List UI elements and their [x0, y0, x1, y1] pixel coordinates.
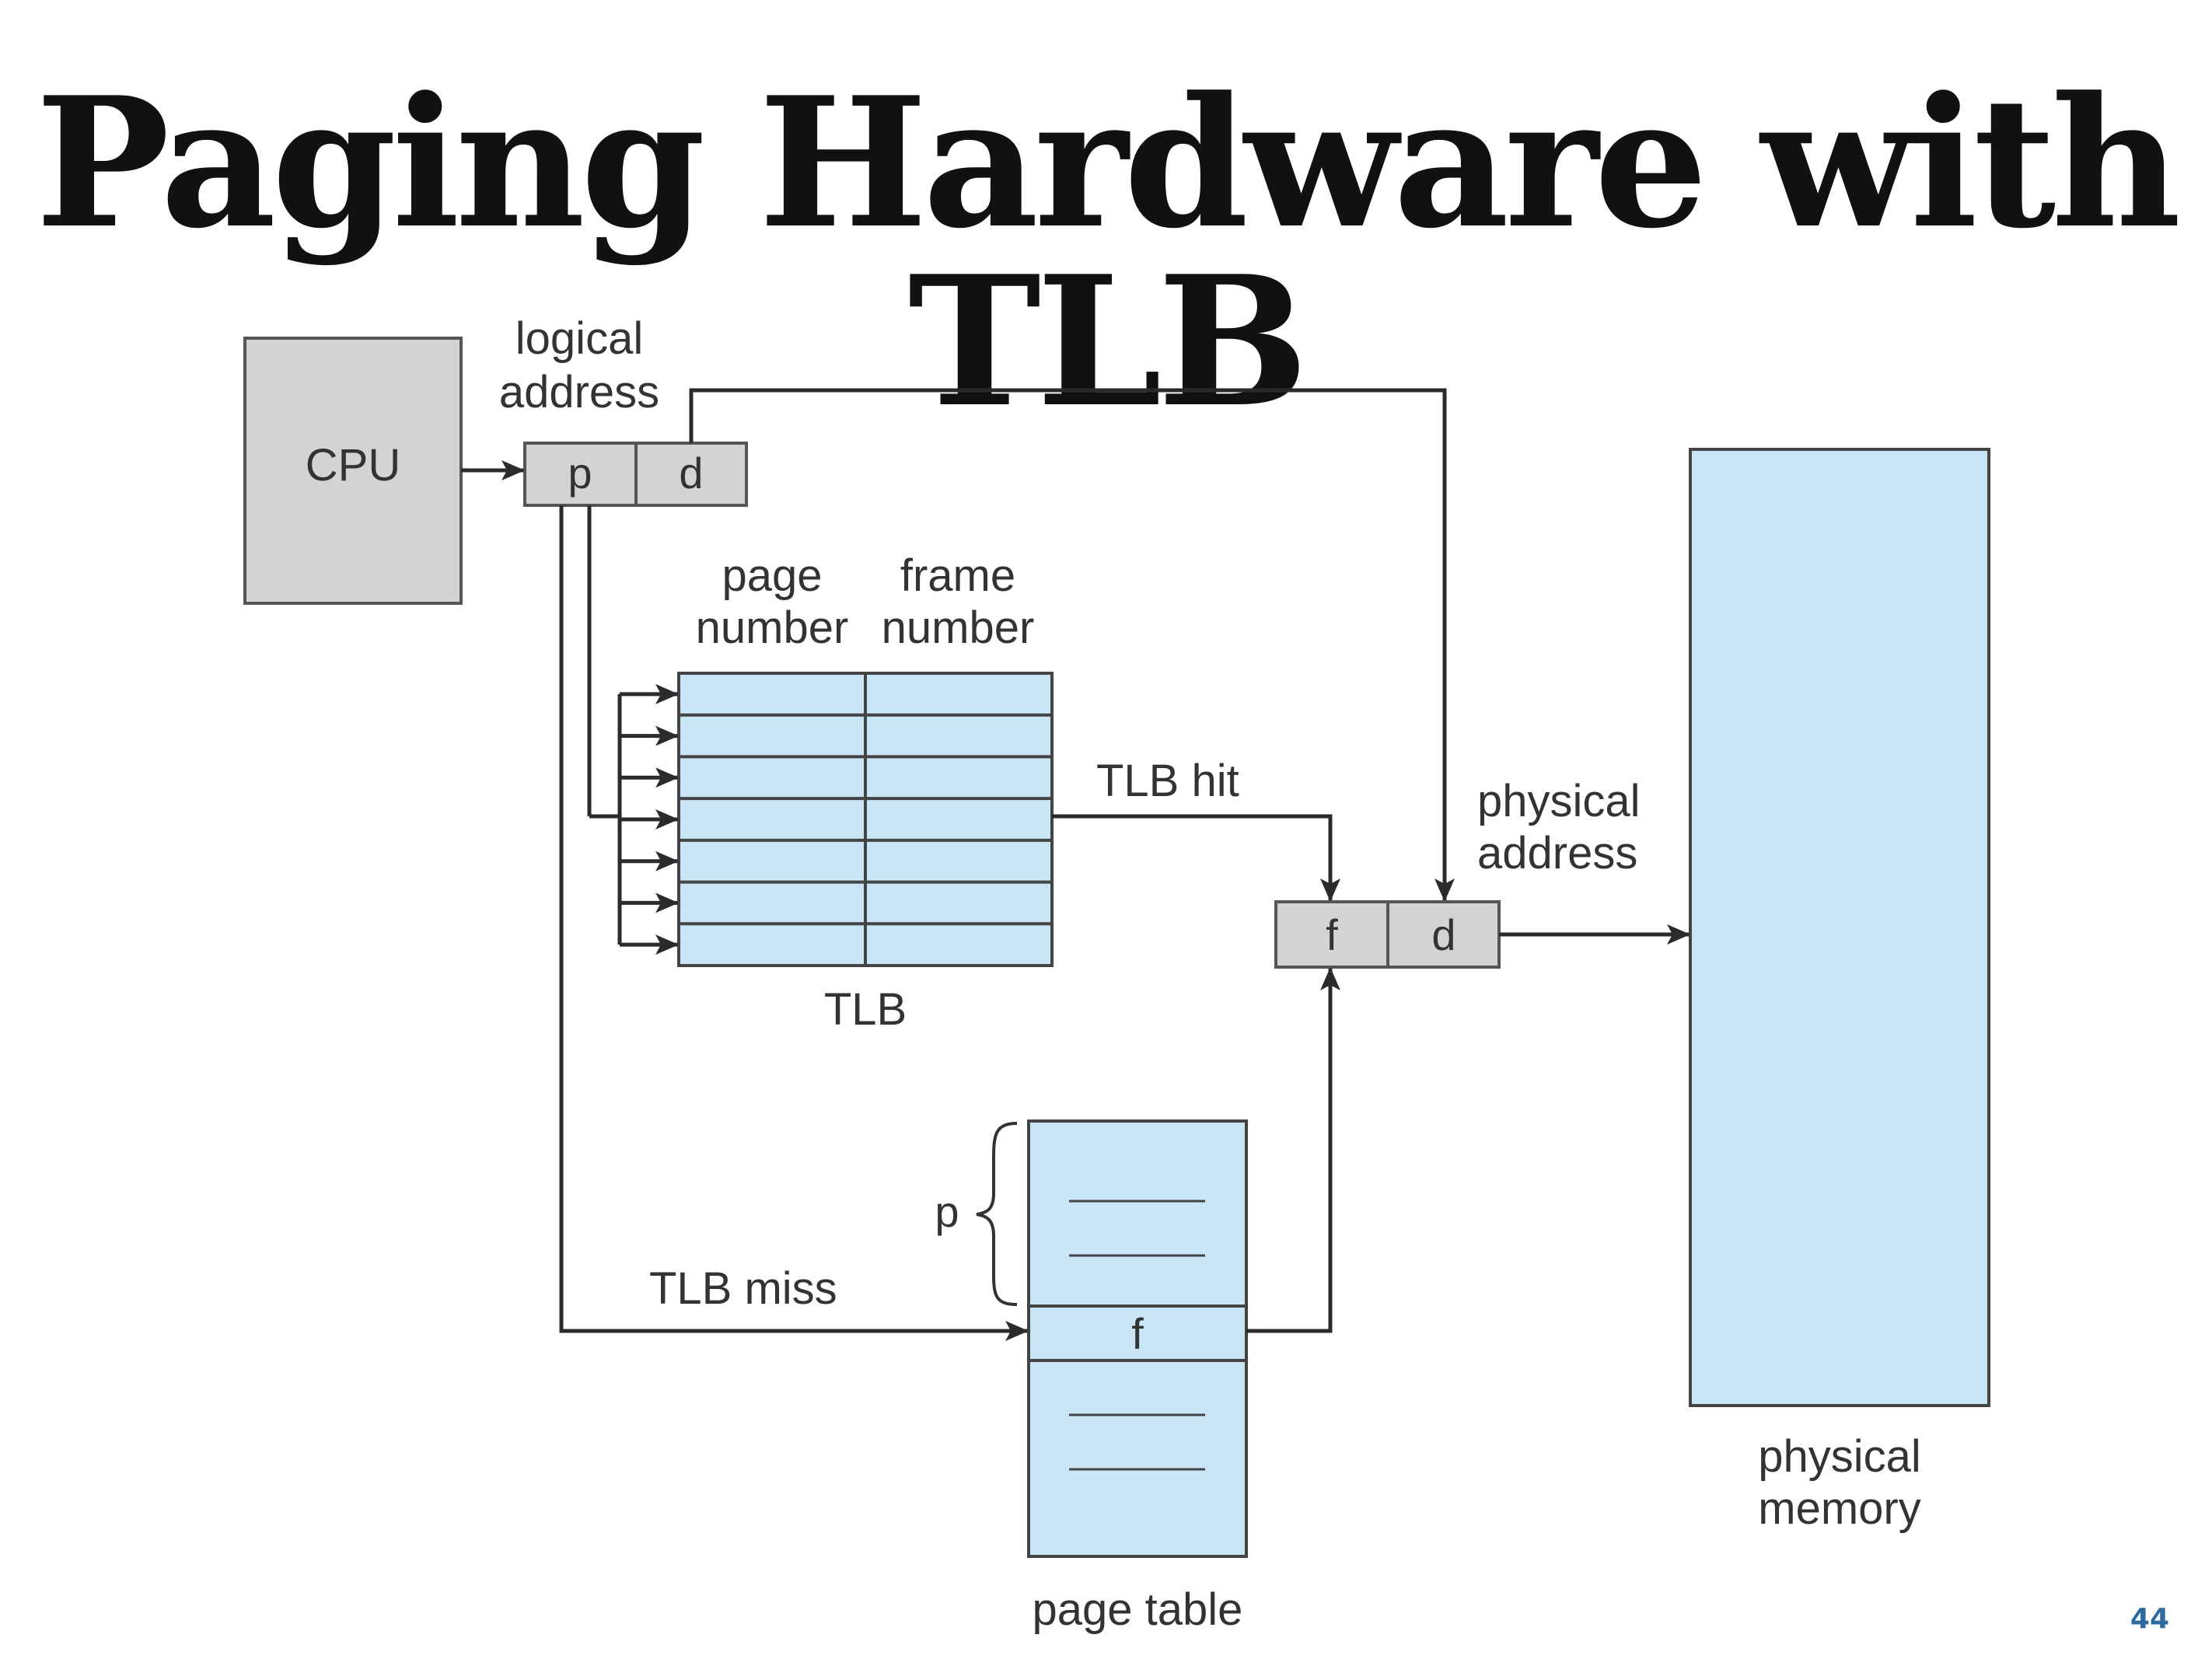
- tlb-table: [677, 672, 1054, 967]
- page-offset-brace: [976, 1122, 1018, 1306]
- physical-memory-label-line2: memory: [1758, 1483, 1920, 1534]
- tlb-header-page-line1: page: [722, 550, 822, 601]
- tlb-header-frame-line2: number: [882, 602, 1035, 653]
- cpu-label: CPU: [306, 440, 400, 491]
- page-table-entry-f: f: [1131, 1309, 1144, 1358]
- page-table-p-label: p: [935, 1187, 959, 1236]
- page-table-label: page table: [1033, 1584, 1243, 1635]
- tlb-hit-label: TLB hit: [1096, 756, 1239, 806]
- physical-memory-box: [1689, 448, 1990, 1407]
- logical-d-field: d: [679, 449, 703, 498]
- tlb-search-arrows: [589, 683, 679, 955]
- page-table: [1027, 1119, 1248, 1558]
- cpu-box: [243, 337, 463, 605]
- offset-route-arrow: [689, 388, 1455, 902]
- logical-address-label-line1: logical: [515, 313, 643, 364]
- physical-address-label-line1: physical: [1477, 776, 1641, 826]
- page-number: 44: [2130, 1603, 2169, 1635]
- physical-f-field: f: [1326, 910, 1338, 959]
- slide-title: Paging Hardware with TLB: [35, 58, 2182, 447]
- tlb-hit-arrow: [1052, 814, 1340, 902]
- tlb-header-frame-line1: frame: [900, 550, 1015, 601]
- logical-p-field: p: [568, 449, 592, 498]
- physical-memory-label-line1: physical: [1758, 1431, 1921, 1482]
- tlb-miss-label: TLB miss: [649, 1263, 837, 1314]
- tlb-label: TLB: [824, 984, 907, 1035]
- tlb-miss-arrow: [559, 505, 1029, 1341]
- page-table-to-frame-arrow: [1246, 967, 1340, 1333]
- page-table-box: [1027, 1119, 1248, 1558]
- physical-address-label-line2: address: [1477, 828, 1637, 878]
- tlb-header-page-line2: number: [696, 602, 849, 653]
- logical-address-label-line2: address: [499, 367, 659, 417]
- physical-d-field: d: [1431, 910, 1455, 959]
